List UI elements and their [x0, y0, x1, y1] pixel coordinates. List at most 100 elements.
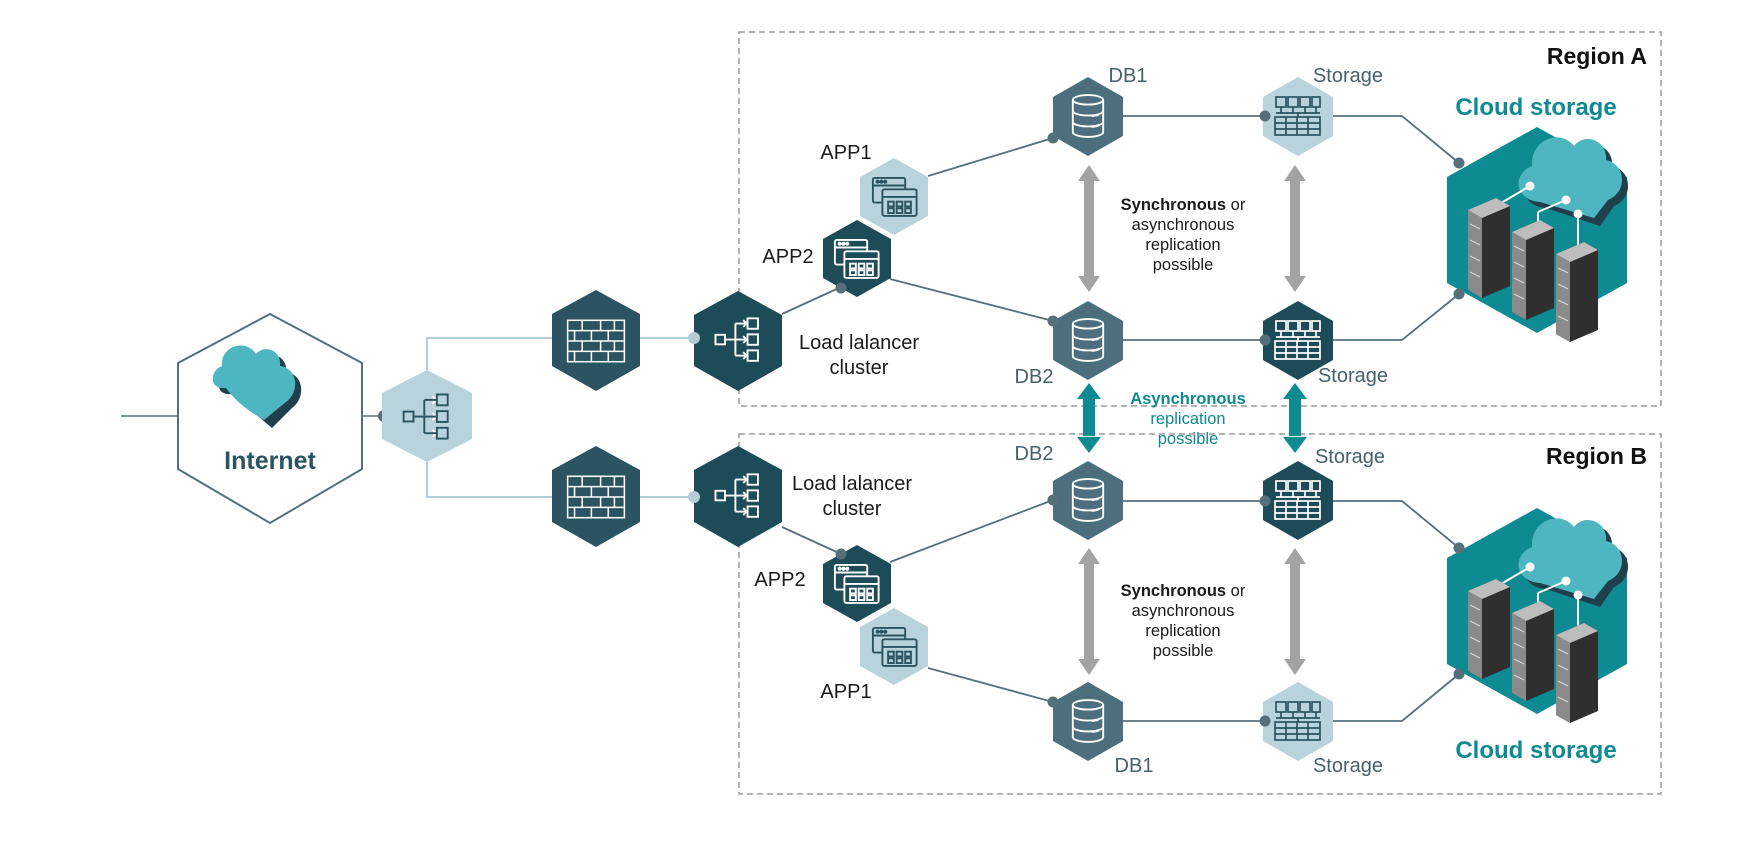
async-caption-bold: Asynchronous	[1130, 390, 1246, 408]
sync-caption-line2: asynchronous	[1132, 216, 1235, 234]
storage-bottom-region-b[interactable]	[1263, 682, 1333, 761]
sync-caption-bold: Synchronous	[1121, 582, 1226, 600]
connector-dot	[1259, 334, 1271, 346]
firewall-region-b[interactable]	[552, 446, 640, 547]
storage-bottom-region-b-label: Storage	[1313, 755, 1383, 777]
load-balancer-icon-detail	[402, 393, 449, 440]
app1-region-b-label: APP1	[820, 681, 871, 703]
internet-node[interactable]: Internet	[177, 312, 363, 525]
app-window-icon	[871, 176, 918, 217]
async-caption-line2: replication	[1150, 410, 1225, 428]
sync-arrow-region-a-storage	[1284, 165, 1306, 292]
storage-array-icon	[1274, 701, 1321, 741]
db1-region-a[interactable]	[1053, 77, 1123, 156]
connector-dot	[1047, 132, 1059, 144]
server-rack-icon	[1468, 579, 1510, 679]
sync-caption-or: or	[1226, 582, 1246, 600]
app1-region-a-label: APP1	[820, 142, 871, 164]
firewall-region-a[interactable]	[552, 290, 640, 391]
storage-top-region-a-label: Storage	[1313, 65, 1383, 87]
svg-text:Synchronous or: Synchronous or	[1121, 196, 1246, 214]
cloud-storage-region-a-label: Cloud storage	[1455, 94, 1616, 121]
app1-region-a[interactable]	[860, 158, 928, 235]
storage-array-icon	[1274, 480, 1321, 520]
app2-region-a[interactable]	[823, 220, 891, 297]
server-rack-icon	[1512, 601, 1554, 701]
internet-label: Internet	[224, 447, 316, 475]
app2-region-b[interactable]	[823, 545, 891, 622]
async-caption: Asynchronous replication possible	[1130, 390, 1246, 448]
connector-dot	[1453, 668, 1465, 680]
db1-region-b[interactable]	[1053, 682, 1123, 761]
sync-arrow-region-b-db	[1078, 548, 1100, 675]
connector-dot	[1453, 542, 1465, 554]
connector-dot	[1259, 715, 1271, 727]
storage-array-icon	[1274, 96, 1321, 136]
lb-region-a-label-line1: Load lalancer	[799, 332, 919, 354]
connector-dot	[1453, 157, 1465, 169]
sync-caption-region-a: Synchronous or asynchronous replication …	[1121, 196, 1246, 274]
app2-region-a-label: APP2	[762, 246, 813, 268]
load-balancer-cluster-region-b[interactable]	[694, 446, 782, 547]
sync-caption-region-b: Synchronous or asynchronous replication …	[1121, 582, 1246, 660]
sync-arrow-region-a-db	[1078, 165, 1100, 292]
server-rack-icon	[1556, 623, 1598, 723]
storage-bottom-region-a-label: Storage	[1318, 365, 1388, 387]
storage-top-region-a[interactable]	[1263, 77, 1333, 156]
region-a-title: Region A	[1547, 43, 1647, 69]
async-arrow-storage	[1283, 383, 1307, 453]
async-arrow-db	[1077, 383, 1101, 453]
storage-bottom-region-a[interactable]	[1263, 301, 1333, 380]
cloud-shape	[1518, 518, 1623, 599]
sync-caption-bold: Synchronous	[1121, 196, 1226, 214]
connector-dot	[1047, 696, 1059, 708]
network-links	[1495, 181, 1583, 246]
sync-caption-or: or	[1226, 196, 1246, 214]
connector-dot	[1259, 495, 1271, 507]
db2-region-b-label: DB2	[1015, 443, 1054, 465]
connector-dot	[1047, 494, 1059, 506]
connector-dot	[1259, 110, 1271, 122]
cloud-storage-region-b-label: Cloud storage	[1455, 737, 1616, 764]
app-window-icon	[833, 563, 880, 604]
storage-array-icon	[1274, 320, 1321, 360]
lb-region-b-label-line1: Load lalancer	[792, 473, 912, 495]
sync-caption-line4: possible	[1153, 256, 1214, 274]
load-balancer-cluster-region-a[interactable]	[694, 291, 782, 391]
cloud-shape	[1518, 137, 1623, 218]
region-a-boundary	[738, 31, 1662, 407]
server-rack-icon	[1468, 198, 1510, 298]
db2-region-a[interactable]	[1053, 301, 1123, 380]
cloud-storage-region-b[interactable]	[1447, 508, 1629, 723]
svg-text:Synchronous or: Synchronous or	[1121, 582, 1246, 600]
async-caption-line3: possible	[1158, 430, 1219, 448]
region-b-title: Region B	[1546, 443, 1647, 469]
sync-caption-line3: replication	[1145, 622, 1220, 640]
app-window-icon	[871, 626, 918, 667]
region-b-boundary	[738, 433, 1662, 795]
connector-dot	[688, 332, 700, 344]
server-rack-icon	[1556, 242, 1598, 342]
connector-dot	[1047, 315, 1059, 327]
cloud-storage-region-a[interactable]	[1447, 127, 1629, 342]
sync-caption-line3: replication	[1145, 236, 1220, 254]
db1-region-b-label: DB1	[1115, 755, 1154, 777]
app-window-icon	[833, 238, 880, 279]
connector-dot	[1453, 288, 1465, 300]
sync-caption-line2: asynchronous	[1132, 602, 1235, 620]
connector-dot	[835, 548, 847, 560]
lb-region-a-label-line2: cluster	[830, 357, 889, 379]
connector-dot	[835, 282, 847, 294]
connector-dot	[688, 491, 700, 503]
sync-arrow-region-b-storage	[1284, 548, 1306, 675]
storage-top-region-b[interactable]	[1263, 461, 1333, 540]
db2-region-a-label: DB2	[1015, 366, 1054, 388]
connection-lines	[121, 115, 1460, 722]
storage-top-region-b-label: Storage	[1315, 446, 1385, 468]
sync-caption-line4: possible	[1153, 642, 1214, 660]
db2-region-b[interactable]	[1053, 461, 1123, 540]
app1-region-b[interactable]	[860, 608, 928, 685]
cloud-icon	[212, 345, 302, 428]
server-rack-icon	[1512, 220, 1554, 320]
